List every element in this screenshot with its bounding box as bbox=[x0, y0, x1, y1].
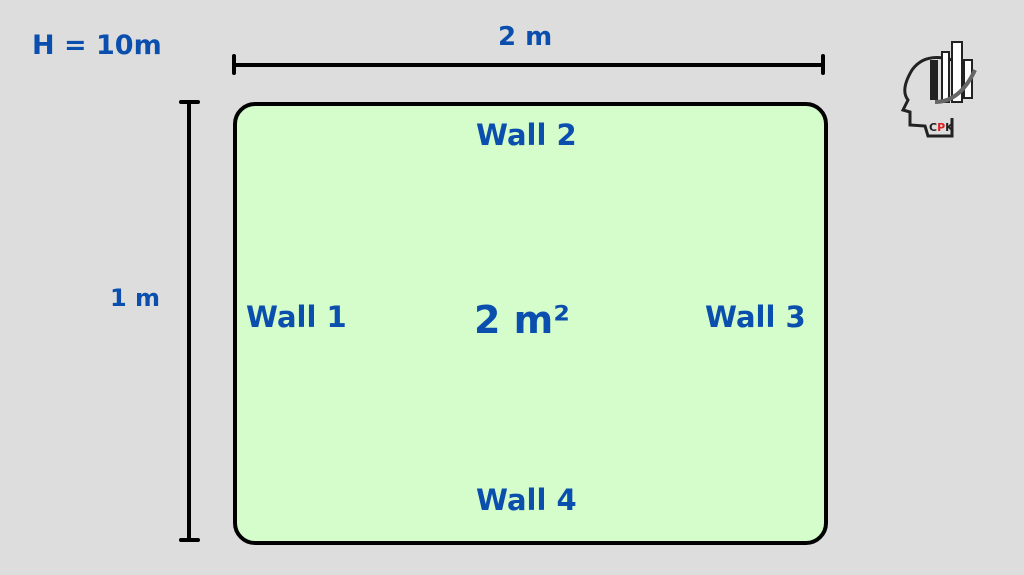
width-label: 2 m bbox=[498, 22, 553, 52]
wall-4-label: Wall 4 bbox=[476, 483, 577, 517]
room-floor bbox=[233, 102, 828, 545]
svg-text:CPK: CPK bbox=[929, 121, 954, 134]
wall-3-label: Wall 3 bbox=[705, 300, 806, 334]
depth-dimension-line bbox=[179, 100, 200, 542]
cpk-logo: CPK bbox=[900, 41, 977, 138]
wall-1-label: Wall 1 bbox=[246, 300, 347, 334]
area-label: 2 m² bbox=[474, 298, 570, 342]
width-dimension-line bbox=[232, 54, 825, 75]
depth-label: 1 m bbox=[110, 284, 161, 312]
height-label: H = 10m bbox=[32, 30, 162, 61]
wall-2-label: Wall 2 bbox=[476, 118, 577, 152]
